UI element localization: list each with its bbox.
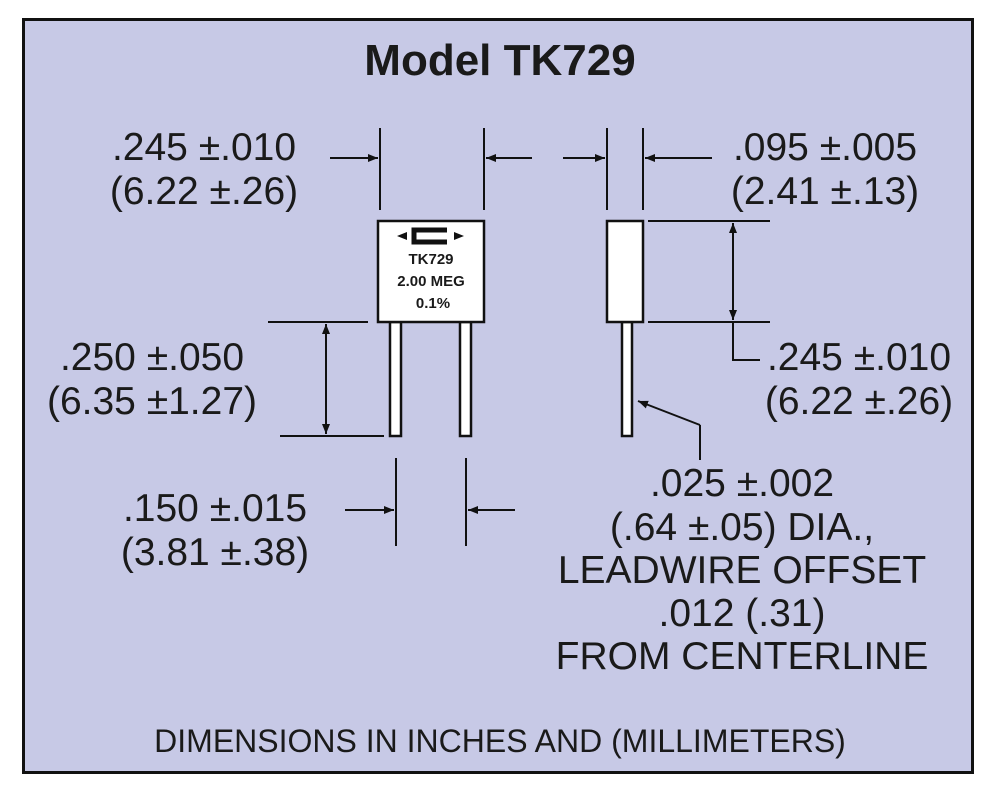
side-body — [605, 219, 645, 324]
manufacturer-logo — [397, 227, 464, 245]
leadwire-offset-label: LEADWIRE OFFSET — [558, 549, 926, 592]
side-lead — [620, 320, 634, 438]
left-lead — [388, 320, 403, 438]
part-label: TK729 — [408, 251, 453, 268]
lead-spacing-inches: .150 ±.015 — [123, 487, 307, 530]
leadwire-offset-value: .012 (.31) — [659, 592, 826, 635]
lead-length-inches: .250 ±.050 — [60, 336, 244, 379]
leadwire-offset-reference: FROM CENTERLINE — [556, 635, 929, 678]
diagram-panel — [22, 18, 974, 774]
body-thickness-mm: (2.41 ±.13) — [731, 170, 919, 213]
body-width-inches: .245 ±.010 — [112, 126, 296, 169]
dimension-lines — [268, 128, 770, 546]
value-label: 2.00 MEG — [397, 273, 465, 290]
body-thickness-inches: .095 ±.005 — [733, 126, 917, 169]
lead-diameter-mm: (.64 ±.05) DIA., — [610, 506, 874, 549]
body-width-mm: (6.22 ±.26) — [110, 170, 298, 213]
lead-diameter-inches: .025 ±.002 — [650, 462, 834, 505]
resistor-body — [376, 219, 486, 324]
tolerance-label: 0.1% — [416, 295, 450, 312]
front-view: TK729 2.00 MEG 0.1% — [376, 219, 486, 438]
lead-spacing-mm: (3.81 ±.38) — [121, 531, 309, 574]
body-height-inches: .245 ±.010 — [767, 336, 951, 379]
units-footnote: DIMENSIONS IN INCHES AND (MILLIMETERS) — [154, 723, 846, 759]
diagram-title: Model TK729 — [364, 36, 635, 85]
lead-length-mm: (6.35 ±1.27) — [47, 380, 257, 423]
right-lead — [458, 320, 473, 438]
side-view — [605, 219, 645, 438]
background — [25, 21, 971, 771]
body-height-mm: (6.22 ±.26) — [765, 380, 953, 423]
